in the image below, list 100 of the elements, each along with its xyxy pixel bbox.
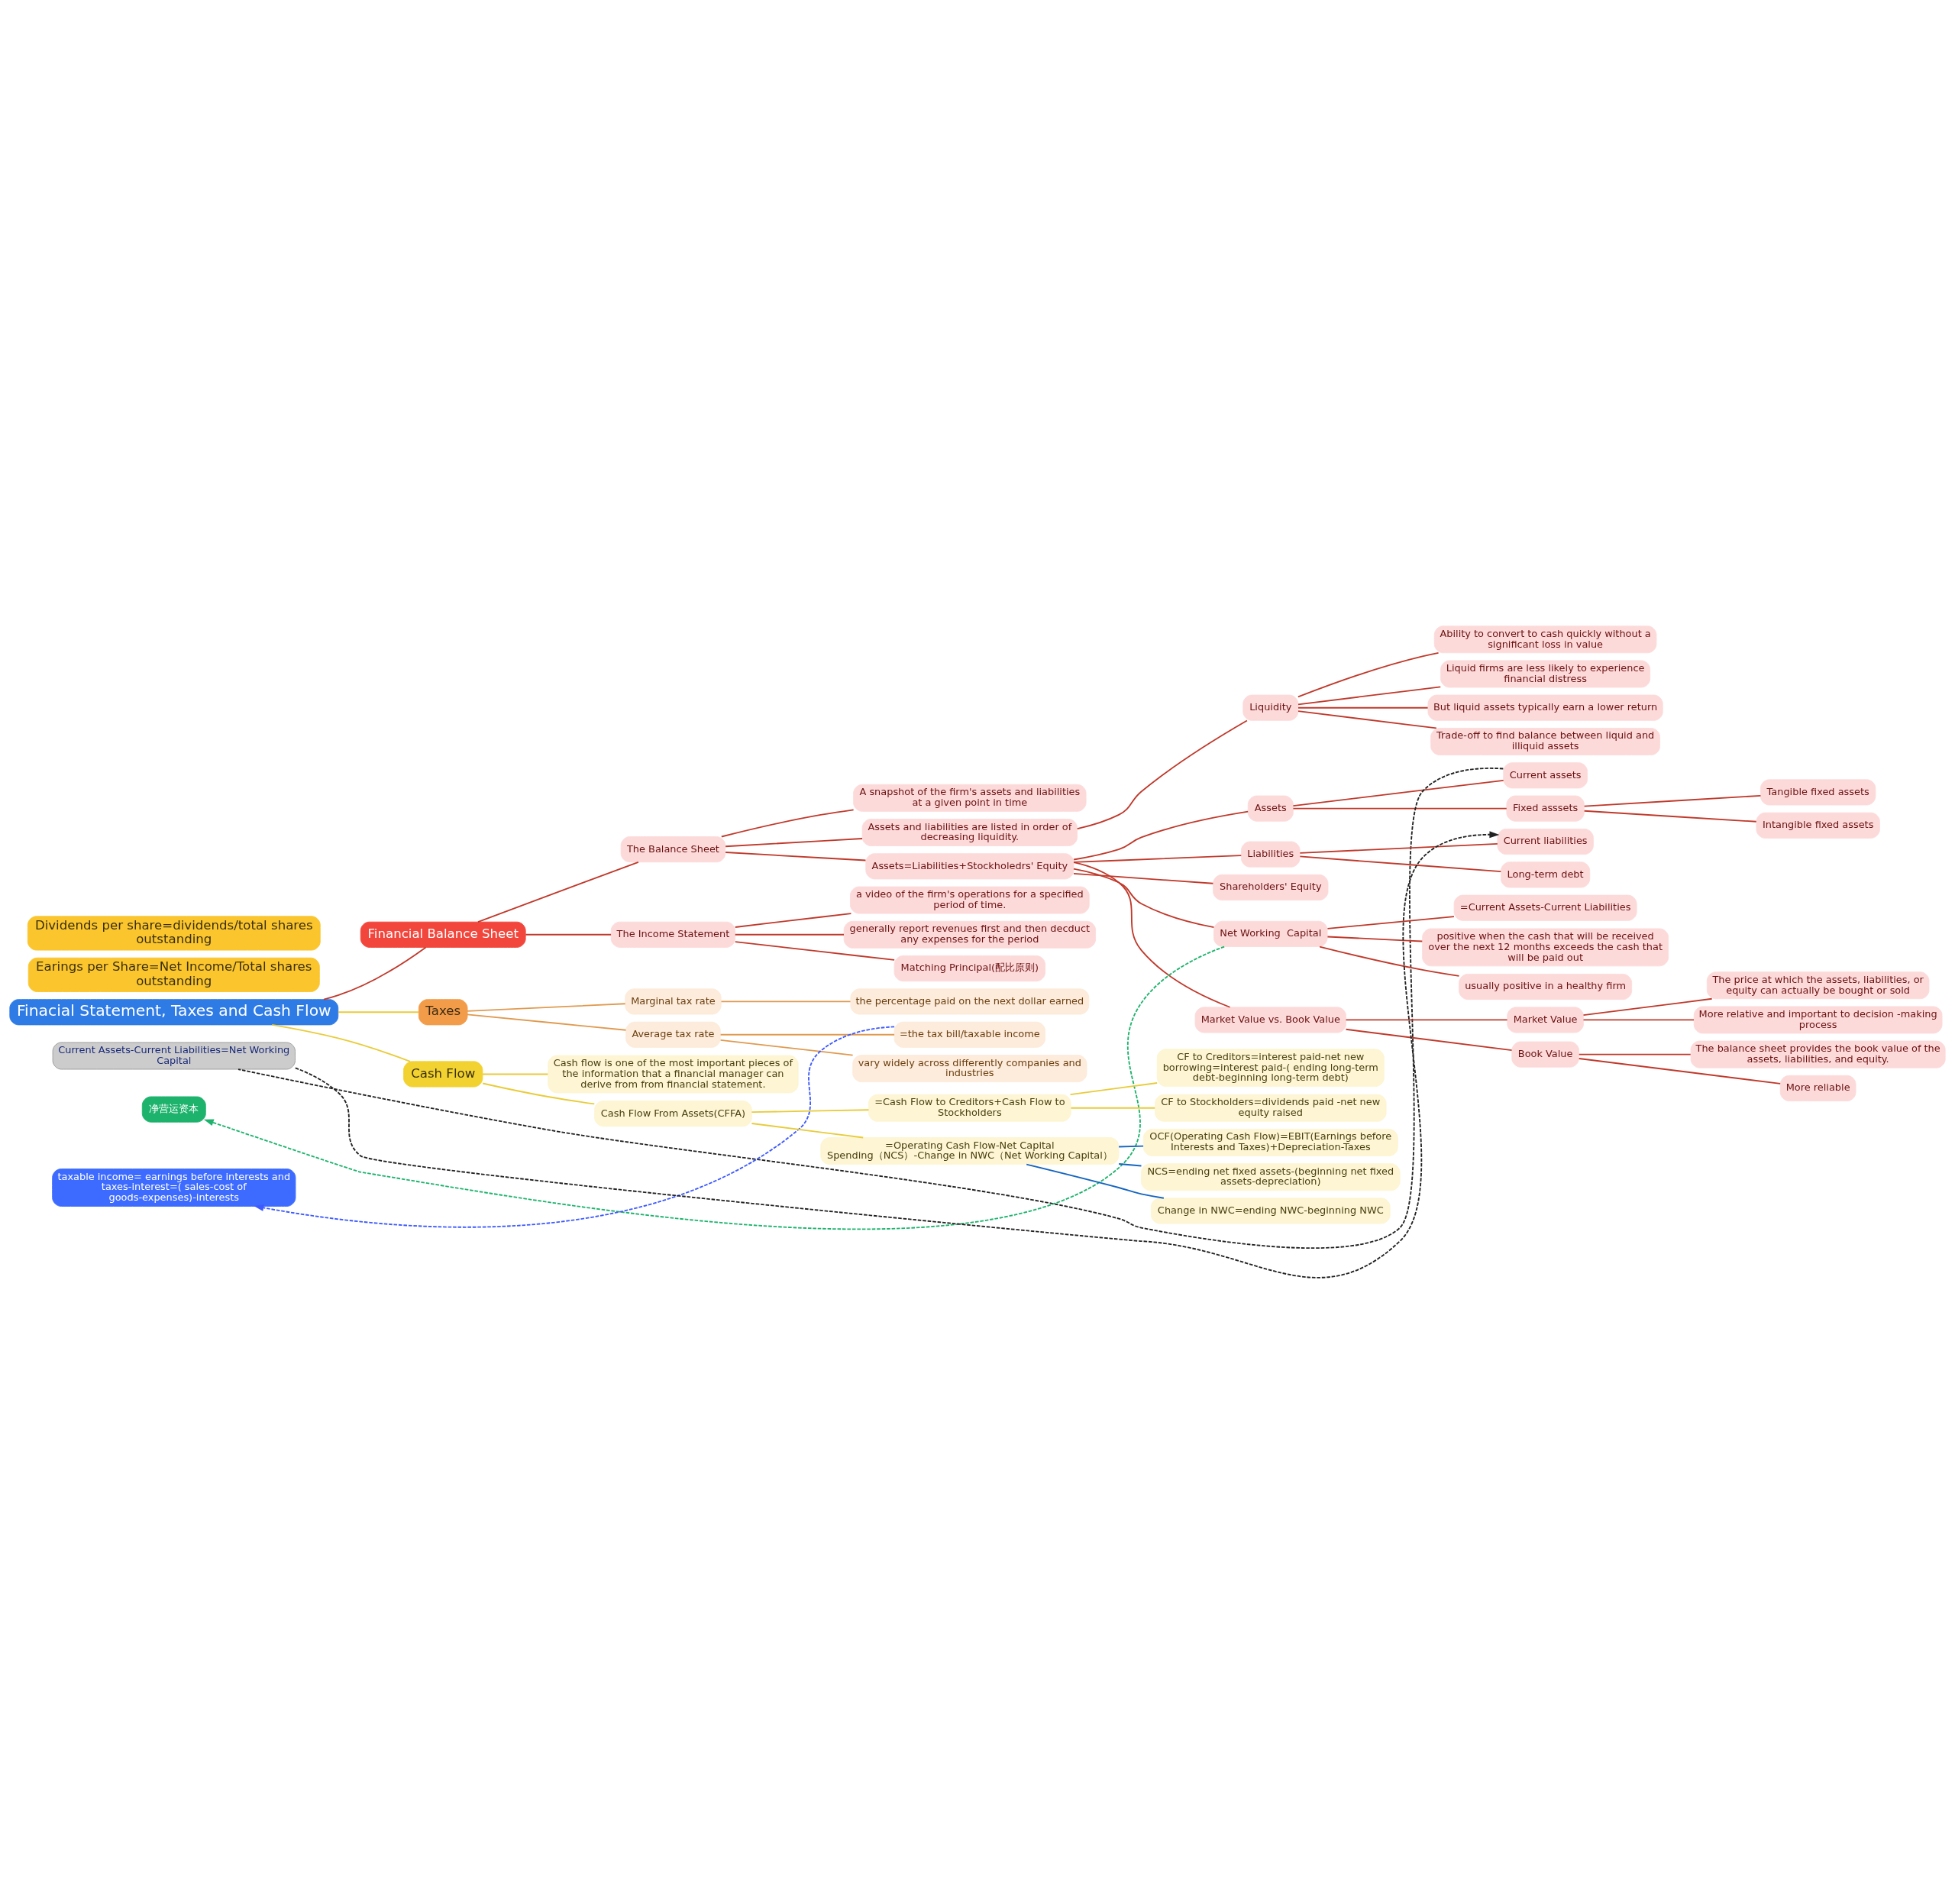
node-box: Fixed asssets xyxy=(1506,795,1585,822)
connector xyxy=(323,946,427,1000)
node-box: Liquidity xyxy=(1242,694,1299,721)
node-box: Tangible fixed assets xyxy=(1760,779,1876,806)
node-box: Dividends per share=dividends/total shares outstanding xyxy=(27,916,321,951)
node-box: 净营运资本 xyxy=(141,1096,206,1123)
connector xyxy=(734,933,845,936)
node-box: Assets xyxy=(1247,795,1294,822)
node-box: =Operating Cash Flow-Net Capital Spending（NCS）-Change in NWC（Net Working Capital） xyxy=(820,1137,1120,1165)
node-box: positive when the cash that will be received over the next 12 months exceeds the cash that will be paid out xyxy=(1422,928,1669,967)
node-box: Intangible fixed assets xyxy=(1756,812,1880,839)
connector xyxy=(482,1082,596,1105)
node-box: =Cash Flow to Creditors+Cash Flow to Stockholders xyxy=(868,1094,1071,1122)
connector xyxy=(1583,810,1757,823)
connector xyxy=(1292,807,1507,810)
node-box: The Balance Sheet xyxy=(620,836,726,863)
node-box: Change in NWC=ending NWC-beginning NWC xyxy=(1150,1198,1391,1224)
node-box: Trade-off to find balance between liquid and illiquid assets xyxy=(1430,728,1660,755)
node-box: Current Assets-Current Liabilities=Net Working Capital xyxy=(52,1042,296,1070)
node-box: Earings per Share=Net Income/Total shares outstanding xyxy=(27,957,320,992)
node-box: Ability to convert to cash quickly without a significant loss in value xyxy=(1433,626,1657,654)
node-box: A snapshot of the firm's assets and liabilities at a given point in time xyxy=(853,784,1087,812)
connector xyxy=(1297,706,1429,709)
connector xyxy=(1326,936,1423,942)
node-box: The Income Statement xyxy=(610,921,736,948)
node-box: CF to Creditors=interest paid-net new borrowing=interest paid-( ending long-term debt-beginning long-term debt) xyxy=(1156,1049,1385,1088)
connector xyxy=(1073,872,1214,884)
arrow xyxy=(203,946,1226,1230)
connector xyxy=(720,809,855,838)
node-box: OCF(Operating Cash Flow)=EBIT(Earnings before Interests and Taxes)+Depreciation-Taxes xyxy=(1142,1128,1398,1156)
connector xyxy=(1073,868,1215,929)
connector xyxy=(1299,842,1498,854)
connector xyxy=(725,838,863,848)
connector xyxy=(751,1123,864,1139)
node-box: Liabilities xyxy=(1241,841,1301,868)
connector xyxy=(1073,855,1242,863)
connector xyxy=(1069,1082,1158,1096)
node-box: the percentage paid on the next dollar earned xyxy=(850,988,1090,1015)
node-box: Marginal tax rate xyxy=(625,988,722,1015)
node-box: vary widely across differently companies and industries xyxy=(852,1055,1087,1083)
node-box: Finacial Statement, Taxes and Cash Flow xyxy=(9,999,339,1026)
node-box: Market Value vs. Book Value xyxy=(1194,1007,1346,1033)
node-box: Assets=Liabilities+Stockholedrs' Equity xyxy=(865,853,1074,880)
connector xyxy=(1345,1019,1508,1021)
connector xyxy=(734,913,852,928)
connector xyxy=(719,1039,854,1056)
connector xyxy=(1299,855,1502,872)
node-box: generally report revenues first and then decduct any expenses for the period xyxy=(843,920,1096,949)
connector xyxy=(1297,710,1437,729)
connector xyxy=(720,1000,851,1003)
node-box: Book Value xyxy=(1511,1041,1579,1068)
node-box: But liquid assets typically earn a lower return xyxy=(1427,694,1663,721)
node-box: Matching Principal(配比原则) xyxy=(893,955,1046,982)
arrow xyxy=(294,831,1500,1278)
connector xyxy=(1582,1019,1695,1021)
connector xyxy=(751,1109,870,1114)
connector xyxy=(467,1003,626,1012)
node-box: Shareholders' Equity xyxy=(1213,874,1329,901)
node-box: Cash Flow From Assets(CFFA) xyxy=(594,1101,752,1127)
connector xyxy=(734,941,896,961)
connector xyxy=(1026,1163,1165,1199)
connector xyxy=(338,1011,420,1013)
node-box: More relative and important to decision -making process xyxy=(1693,1006,1943,1034)
node-box: Cash Flow xyxy=(403,1061,483,1088)
node-box: Current liabilities xyxy=(1497,828,1594,855)
node-box: Net Working Capital xyxy=(1213,920,1328,947)
node-box: NCS=ending net fixed assets-(beginning net fixed assets-depreciation) xyxy=(1141,1163,1401,1191)
connector xyxy=(1297,686,1442,706)
node-box: Average tax rate xyxy=(625,1021,721,1048)
connector xyxy=(1292,779,1504,807)
connector xyxy=(477,861,639,923)
node-box: Current assets xyxy=(1503,762,1588,789)
node-box: CF to Stockholders=dividends paid -net new equity raised xyxy=(1155,1094,1387,1122)
connector xyxy=(1319,946,1460,977)
node-box: Market Value xyxy=(1507,1007,1584,1033)
node-box: Financial Balance Sheet xyxy=(360,921,526,948)
connector xyxy=(1297,651,1440,698)
connector xyxy=(525,933,612,936)
node-box: More reliable xyxy=(1779,1075,1856,1101)
node-box: Taxes xyxy=(418,999,468,1026)
connector xyxy=(1345,1028,1513,1052)
arrow xyxy=(254,1026,896,1228)
connector xyxy=(482,1073,549,1075)
connector xyxy=(1073,810,1249,861)
node-box: a video of the firm's operations for a specified period of time. xyxy=(850,886,1090,914)
node-box: =Current Assets-Current Liabilities xyxy=(1453,894,1637,921)
node-box: Assets and liabilities are listed in order of decreasing liquidity. xyxy=(861,819,1078,846)
node-box: Liquid firms are less likely to experience financial distress xyxy=(1440,660,1651,688)
connector xyxy=(1578,1058,1782,1085)
node-box: usually positive in a healthy firm xyxy=(1459,974,1633,1000)
node-box: The price at which the assets, liabilities, or equity can actually be bought or sold xyxy=(1706,971,1930,1000)
connector xyxy=(1326,916,1455,929)
connector xyxy=(725,852,867,861)
connector xyxy=(1118,1163,1142,1167)
node-box: taxable income= earnings before interests and taxes-interest=( sales-cost of goods-expenses)-interests xyxy=(52,1169,296,1207)
connector xyxy=(1578,1053,1692,1055)
connector xyxy=(1070,1107,1156,1109)
connector xyxy=(719,1033,895,1036)
node-box: Long-term debt xyxy=(1501,861,1591,888)
connector xyxy=(1583,794,1762,807)
